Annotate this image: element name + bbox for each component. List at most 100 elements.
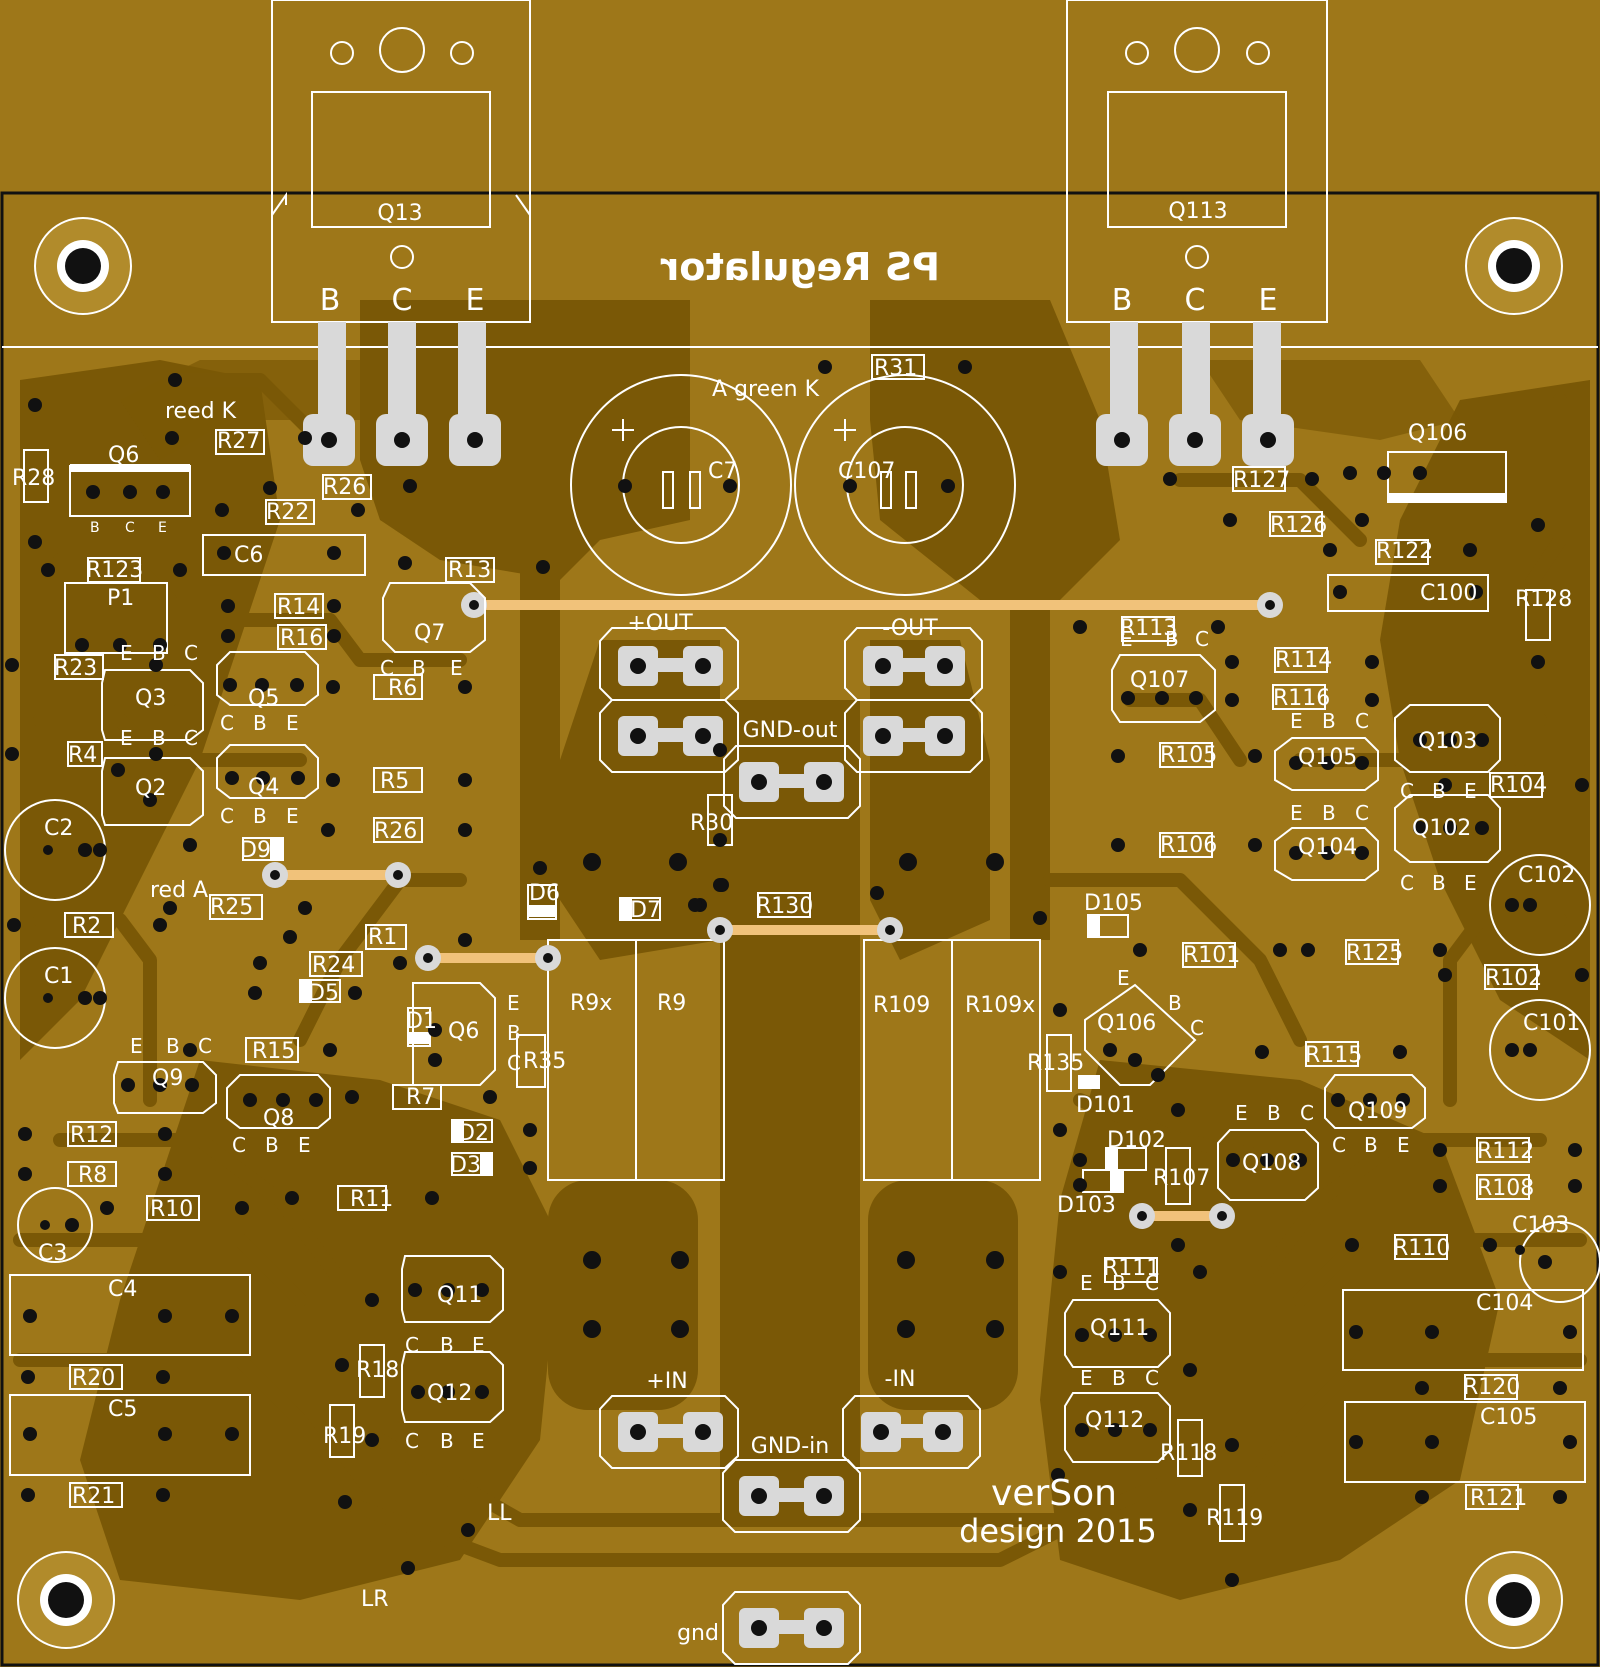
ref-r119: R119 (1206, 1506, 1263, 1531)
ref-r18: R18 (356, 1358, 399, 1383)
svg-text:E: E (1290, 709, 1303, 733)
svg-text:E: E (120, 726, 133, 750)
ref-r21: R21 (72, 1484, 115, 1509)
svg-text:B: B (440, 1333, 454, 1357)
svg-text:E: E (450, 656, 463, 680)
ref-q107: Q107 (1130, 668, 1189, 693)
svg-text:B: B (1432, 779, 1446, 803)
ref-c105: C105 (1480, 1405, 1537, 1430)
svg-text:B: B (1112, 1366, 1126, 1390)
ref-d5: D5 (308, 981, 339, 1006)
svg-text:B: B (1364, 1133, 1378, 1157)
note-ll: LL (487, 1501, 512, 1526)
ref-r6: R6 (388, 676, 417, 701)
svg-text:B: B (253, 804, 267, 828)
ref-q103: Q103 (1418, 729, 1477, 754)
svg-text:E: E (472, 1429, 485, 1453)
ref-c4: C4 (108, 1277, 137, 1302)
capacitor-outlines-center (570, 374, 1016, 596)
svg-text:E: E (1397, 1133, 1410, 1157)
svg-text:C: C (405, 1333, 419, 1357)
pos-out-label: +OUT (627, 611, 693, 636)
ref-r135: R135 (1027, 1051, 1084, 1076)
ref-d101: D101 (1076, 1093, 1135, 1118)
ref-r4: R4 (68, 743, 97, 768)
terminal-holes (630, 658, 953, 1636)
svg-text:B: B (507, 1021, 521, 1045)
svg-text:C: C (1355, 801, 1369, 825)
ref-r128: R128 (1515, 587, 1572, 612)
q113-label: Q113 (1168, 199, 1227, 224)
credit-line-2: design 2015 (959, 1512, 1157, 1550)
credit-line-1: verSon (991, 1473, 1117, 1514)
svg-text:E: E (298, 1133, 311, 1157)
ref-r2: R2 (72, 914, 101, 939)
ref-r13: R13 (448, 558, 491, 583)
ref-r15: R15 (252, 1039, 295, 1064)
ref-r23: R23 (54, 656, 97, 681)
svg-text:E: E (1080, 1271, 1093, 1295)
through-hole-pads (5, 360, 1589, 1587)
ref-r122: R122 (1376, 539, 1433, 564)
transistor-legs (303, 322, 1294, 466)
ref-r25: R25 (210, 895, 253, 920)
svg-text:C: C (125, 520, 135, 536)
ref-r114: R114 (1275, 648, 1332, 673)
svg-text:C: C (220, 711, 234, 735)
ref-r19: R19 (323, 1424, 366, 1449)
svg-text:C: C (1400, 871, 1414, 895)
ref-c3: C3 (38, 1241, 67, 1266)
svg-text:B: B (265, 1133, 279, 1157)
power-resistor-outlines (547, 939, 1041, 1181)
ref-r125: R125 (1346, 941, 1403, 966)
ref-r20: R20 (72, 1366, 115, 1391)
ref-q11: Q11 (437, 1283, 482, 1308)
svg-text:E: E (130, 1034, 143, 1058)
ref-r16: R16 (280, 626, 323, 651)
neg-in-label: -IN (885, 1367, 916, 1392)
svg-text:C: C (1332, 1133, 1346, 1157)
board-title-mirrored: PS Regulator (660, 245, 940, 289)
ref-r120: R120 (1463, 1375, 1520, 1400)
ref-r5: R5 (380, 769, 409, 794)
diodes (242, 837, 1147, 1193)
ref-q104: Q104 (1298, 835, 1357, 860)
ref-r35: R35 (523, 1049, 566, 1074)
pos-in-label: +IN (646, 1369, 687, 1394)
jumper-holes (270, 600, 1275, 1221)
mounting-holes (17, 217, 1563, 1649)
svg-text:C: C (232, 1133, 246, 1157)
ref-q108: Q108 (1242, 1151, 1301, 1176)
ref-q2: Q2 (135, 776, 166, 801)
ref-r107: R107 (1153, 1166, 1210, 1191)
ref-r118: R118 (1160, 1441, 1217, 1466)
ref-d2: D2 (458, 1121, 489, 1146)
svg-text:B: B (1112, 1271, 1126, 1295)
ref-q111: Q111 (1090, 1316, 1149, 1341)
svg-text:B: B (152, 726, 166, 750)
ref-r24: R24 (312, 953, 355, 978)
ref-q102: Q102 (1412, 816, 1471, 841)
mounting-hole-bottom-right (1465, 1551, 1563, 1649)
ref-q4: Q4 (248, 775, 279, 800)
ref-d102: D102 (1107, 1128, 1166, 1153)
svg-text:E: E (1235, 1101, 1248, 1125)
ref-r111: R111 (1103, 1256, 1160, 1281)
ref-r116: R116 (1273, 686, 1330, 711)
power-pads (583, 853, 1004, 1338)
svg-text:C: C (1355, 709, 1369, 733)
ref-r130: R130 (756, 894, 813, 919)
ref-r115: R115 (1305, 1043, 1362, 1068)
ref-r106: R106 (1160, 833, 1217, 858)
ref-c104: C104 (1476, 1291, 1533, 1316)
ref-q3: Q3 (135, 686, 166, 711)
ref-r10: R10 (150, 1197, 193, 1222)
mounting-hole-top-right (1465, 217, 1563, 315)
svg-text:E: E (1290, 801, 1303, 825)
q13-pin-b: B (320, 283, 341, 318)
svg-text:B: B (412, 656, 426, 680)
svg-text:C: C (380, 656, 394, 680)
ref-c7: C7 (708, 459, 737, 484)
